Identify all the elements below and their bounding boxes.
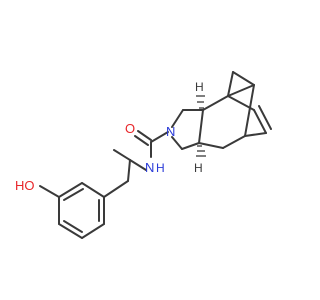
bond-nring-ch2-top	[171, 109, 184, 128]
bond-ch2-aryl	[103, 180, 129, 198]
bond-bridge-bottom	[232, 71, 255, 86]
bond-c-nring	[150, 131, 169, 143]
stereo-hydrogen-bottom-label: H	[194, 161, 203, 175]
bond-benzene-inner-3	[63, 220, 83, 233]
bond-alkene-double	[258, 105, 272, 130]
bond-c3a-bridgehead-top	[202, 95, 229, 111]
bond-benzene-5	[81, 223, 105, 239]
bond-ch-methyl	[113, 149, 131, 161]
bond-benzene-inner-1	[63, 188, 84, 201]
amide-nitrogen-label: N	[145, 160, 154, 175]
bond-alkene-link-bottom	[244, 132, 267, 137]
stereo-hydrogen-top-label: H	[195, 80, 204, 94]
bond-ch-ch2	[127, 159, 131, 182]
carbonyl-oxygen-label: O	[125, 121, 135, 136]
bond-ch2-bottom-c7a	[181, 142, 200, 150]
bond-bridge-top	[227, 71, 234, 97]
bond-bridgehead-top-cb	[227, 84, 255, 97]
bond-benzene-4	[58, 223, 83, 239]
amide-hydrogen-label: H	[156, 161, 165, 175]
bond-alkene-link-top	[227, 95, 255, 111]
bond-c7a-bridgehead-bottom	[198, 142, 224, 149]
ring-nitrogen-label: N	[166, 124, 175, 139]
bond-c3a-c7a	[198, 109, 204, 144]
atom-labels: O N H N HO H H	[15, 80, 204, 193]
bond-namide-ch	[129, 159, 147, 171]
bond-nring-ch2-bottom	[171, 136, 183, 150]
hydroxyl-label: HO	[15, 178, 35, 193]
bond-c-o-double-2	[134, 135, 149, 146]
bond-benzene-1	[81, 182, 105, 198]
bond-cb-bridgehead-bottom	[244, 84, 255, 137]
bond-c-o-double-1	[137, 130, 152, 141]
bond-bridgehead-bottom-cb	[222, 135, 246, 149]
molecule-diagram: O N H N HO H H	[15, 71, 272, 239]
stereo-wedges	[196, 95, 206, 157]
bond-aryl-oh	[39, 185, 60, 198]
bond-skeleton	[39, 71, 272, 239]
bond-alkene	[253, 109, 267, 134]
bond-benzene-2	[58, 182, 83, 198]
